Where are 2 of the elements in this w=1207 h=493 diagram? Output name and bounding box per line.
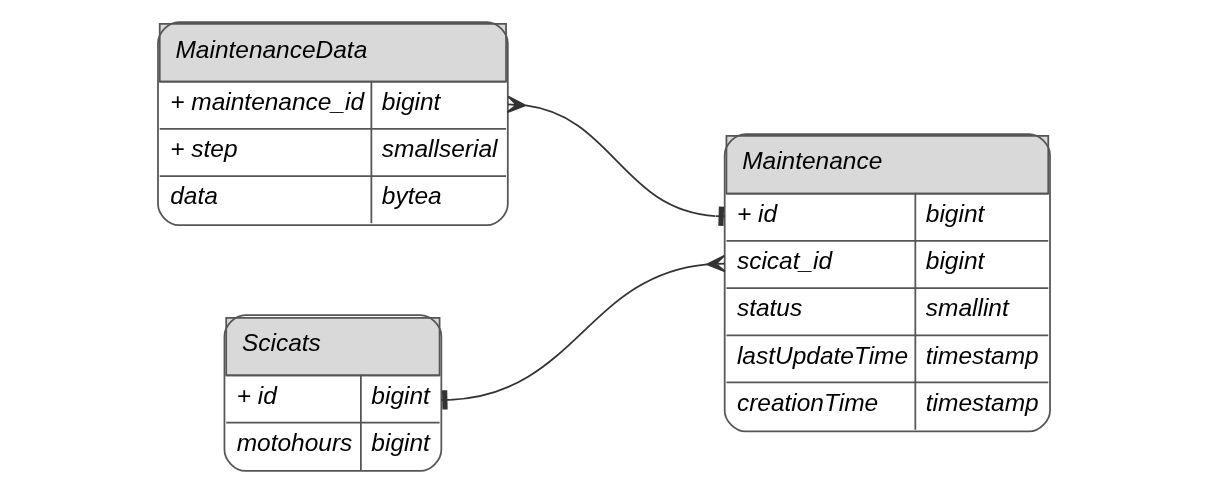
connector <box>439 254 726 410</box>
connector <box>505 95 726 226</box>
